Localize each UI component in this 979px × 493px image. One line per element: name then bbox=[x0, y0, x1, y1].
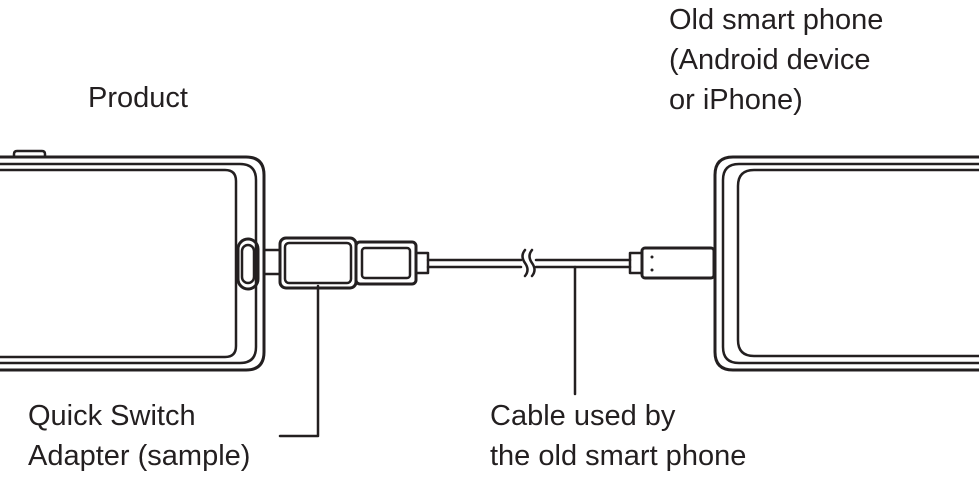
old-phone-label-line-2: (Android device bbox=[669, 44, 871, 76]
old-phone-icon bbox=[713, 155, 979, 372]
quick-switch-adapter-icon bbox=[262, 236, 430, 290]
adapter-leader-line bbox=[278, 284, 320, 438]
old-phone-label-line-3: or iPhone) bbox=[669, 84, 803, 116]
old-phone-label-line-1: Old smart phone bbox=[669, 4, 884, 36]
adapter-label-line-2: Adapter (sample) bbox=[28, 440, 251, 472]
adapter-label-line-1: Quick Switch bbox=[28, 400, 196, 432]
product-phone-icon bbox=[0, 149, 266, 372]
old-phone-label: Old smart phone (Android device or iPhon… bbox=[669, 0, 883, 120]
product-label: Product bbox=[88, 78, 188, 118]
cable-label-line-1: Cable used by bbox=[490, 400, 676, 432]
cable-label: Cable used by the old smart phone bbox=[490, 396, 746, 476]
cable-label-line-2: the old smart phone bbox=[490, 440, 747, 472]
adapter-label: Quick Switch Adapter (sample) bbox=[28, 396, 250, 476]
product-label-text: Product bbox=[88, 82, 188, 114]
cable-icon bbox=[426, 246, 716, 280]
